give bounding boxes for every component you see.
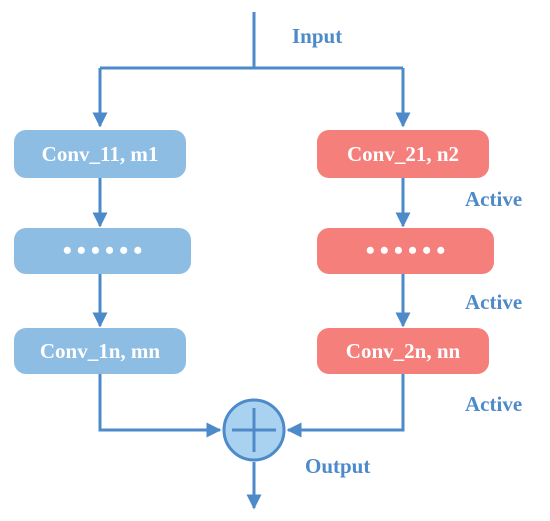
conv-2n-node: Conv_2n, nn (317, 328, 489, 374)
merge-line-left (98, 374, 222, 438)
input-label: Input (292, 24, 343, 48)
active-label-2: Active (465, 290, 523, 314)
conv-11-node: Conv_11, m1 (14, 130, 186, 178)
left-ellipsis-node: •••••• (14, 228, 191, 274)
merge-line-right (286, 374, 405, 438)
right-ellipsis-node: •••••• (317, 228, 494, 274)
output-label: Output (305, 454, 371, 478)
active-label-1: Active (465, 187, 523, 211)
active-label-3: Active (465, 392, 523, 416)
conv-21-node: Conv_21, n2 (317, 130, 489, 178)
conv-1n-node: Conv_1n, mn (14, 328, 186, 374)
